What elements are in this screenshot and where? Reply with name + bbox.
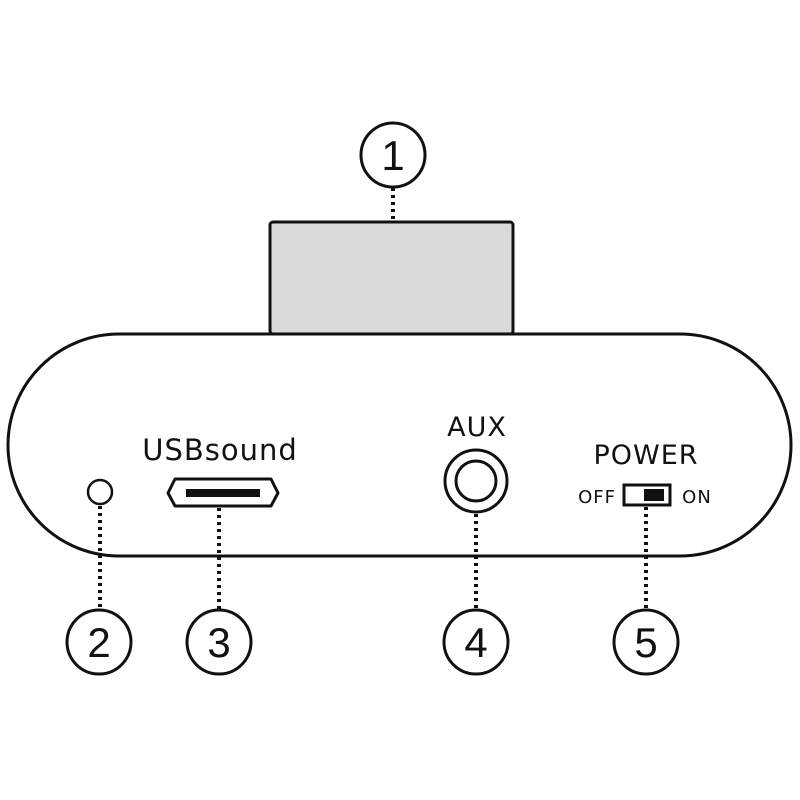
power-off-label: OFF: [578, 487, 616, 508]
svg-text:2: 2: [87, 619, 110, 666]
callout-1: 1: [359, 121, 427, 189]
aux-label: AUX: [447, 412, 507, 443]
usb-label: USBsound: [142, 433, 298, 467]
svg-text:4: 4: [464, 619, 487, 666]
top-module: [268, 220, 515, 336]
usb-port-icon: [166, 477, 280, 508]
power-on-label: ON: [682, 487, 712, 508]
power-switch-icon: [622, 483, 672, 507]
power-label: POWER: [593, 440, 698, 471]
svg-text:1: 1: [381, 132, 404, 179]
svg-text:5: 5: [634, 619, 657, 666]
svg-text:3: 3: [207, 619, 230, 666]
callout-4: 4: [442, 608, 510, 676]
callout-5: 5: [612, 608, 680, 676]
led-indicator-icon: [86, 478, 114, 506]
aux-jack-icon: [443, 448, 509, 514]
callout-3: 3: [185, 608, 253, 676]
callout-2: 2: [65, 608, 133, 676]
